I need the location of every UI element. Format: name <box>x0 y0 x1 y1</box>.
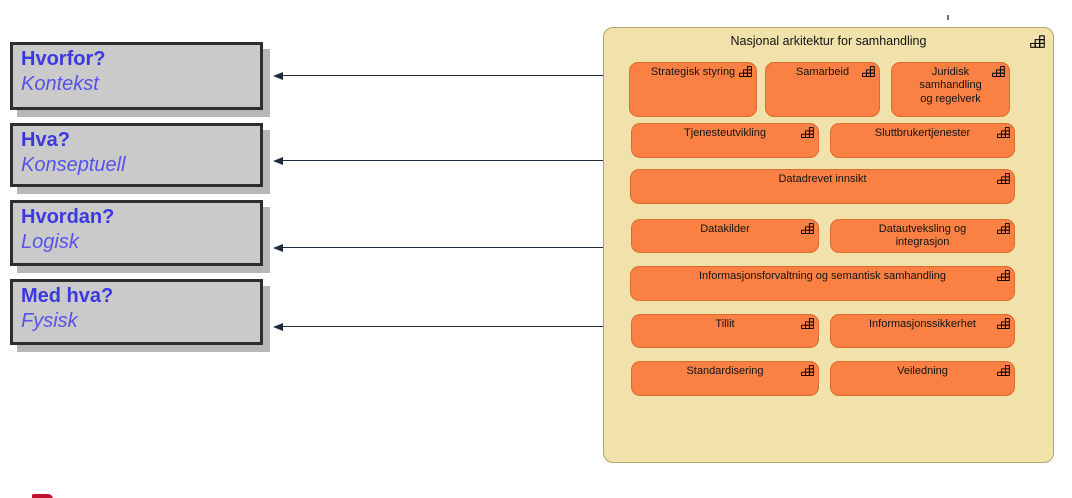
capability-box-informasjonssikkerhet: Informasjonssikkerhet <box>830 314 1015 348</box>
capability-label: Informasjonssikkerhet <box>869 318 976 330</box>
capability-label: Standardisering <box>686 365 764 377</box>
capability-label: Veiledning <box>897 365 948 377</box>
capability-box-datautveksling-og-integrasjon: Datautveksling og integrasjon <box>830 219 1015 253</box>
capability-box-juridisk-samhandling-og-regelverk: Juridisk samhandling og regelverk <box>891 62 1010 117</box>
arrowhead-icon <box>273 323 283 331</box>
connector-arrow-logisk <box>273 244 604 252</box>
capability-icon <box>801 223 814 234</box>
capability-icon <box>739 66 752 77</box>
connector-arrow-konseptuell <box>273 157 604 165</box>
capability-icon <box>997 270 1010 281</box>
panel-level: Kontekst <box>21 73 99 95</box>
container-title: Nasjonal arkitektur for samhandling <box>730 34 927 48</box>
capability-label: Juridisk samhandling og regelverk <box>919 66 982 105</box>
capability-label: Datautveksling og integrasjon <box>878 223 967 249</box>
context-box-hva: Hva? Konseptuell <box>10 123 263 187</box>
capability-label: Datadrevet innsikt <box>778 173 867 185</box>
panel-question: Hvorfor? <box>21 48 106 70</box>
capability-box-datakilder: Datakilder <box>631 219 819 253</box>
panel-question: Med hva? <box>21 285 114 307</box>
arrowhead-icon <box>273 72 283 80</box>
capability-label: Tillit <box>715 318 735 330</box>
context-box-hvordan: Hvordan? Logisk <box>10 200 263 266</box>
logo-fragment <box>32 494 53 498</box>
capability-icon <box>997 173 1010 184</box>
capability-icon <box>801 127 814 138</box>
capability-box-veiledning: Veiledning <box>830 361 1015 396</box>
capability-box-informasjonsforvaltning: Informasjonsforvaltning og semantisk sam… <box>630 266 1015 301</box>
arrowhead-icon <box>273 157 283 165</box>
capability-box-tillit: Tillit <box>631 314 819 348</box>
grouping-nasjonal-arkitektur: Nasjonal arkitektur for samhandling Stra… <box>603 27 1054 463</box>
capability-label: Datakilder <box>700 223 750 235</box>
capability-box-standardisering: Standardisering <box>631 361 819 396</box>
capability-label: Sluttbrukertjenester <box>874 127 971 139</box>
capability-box-sluttbrukertjenester: Sluttbrukertjenester <box>830 123 1015 158</box>
panel-level: Fysisk <box>21 310 78 332</box>
capability-icon <box>992 66 1005 77</box>
panel-level: Konseptuell <box>21 154 126 176</box>
capability-box-strategisk-styring: Strategisk styring <box>629 62 757 117</box>
capability-box-tjenesteutvikling: Tjenesteutvikling <box>631 123 819 158</box>
capability-label: Informasjonsforvaltning og semantisk sam… <box>698 270 947 282</box>
capability-label: Strategisk styring <box>650 66 736 78</box>
capability-label: Tjenesteutvikling <box>684 127 766 139</box>
panel-question: Hvordan? <box>21 206 115 228</box>
capability-box-samarbeid: Samarbeid <box>765 62 880 117</box>
capability-box-datadrevet-innsikt: Datadrevet innsikt <box>630 169 1015 204</box>
connector-arrow-fysisk <box>273 323 604 331</box>
capability-icon <box>997 318 1010 329</box>
capability-icon <box>862 66 875 77</box>
capability-icon <box>801 318 814 329</box>
capability-icon <box>997 127 1010 138</box>
context-box-hvorfor: Hvorfor? Kontekst <box>10 42 263 110</box>
arrowhead-icon <box>273 244 283 252</box>
capability-icon <box>997 365 1010 376</box>
connector-arrow-kontekst <box>273 72 604 80</box>
context-box-med-hva: Med hva? Fysisk <box>10 279 263 345</box>
capability-icon <box>997 223 1010 234</box>
capability-label: Samarbeid <box>795 66 850 78</box>
capability-icon <box>1030 35 1045 48</box>
panel-level: Logisk <box>21 231 79 253</box>
panel-question: Hva? <box>21 129 70 151</box>
capability-icon <box>801 365 814 376</box>
stray-tick-mark <box>947 15 949 20</box>
